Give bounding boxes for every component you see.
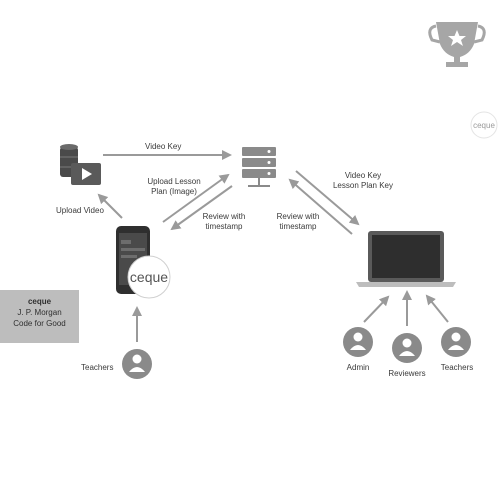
arrow-admin xyxy=(363,295,390,323)
video-storage-icon xyxy=(60,144,101,185)
corner-logo: ceque xyxy=(470,111,498,139)
arrow-keys-right xyxy=(295,170,360,226)
label-video-key: Video Key xyxy=(145,142,182,151)
label-upload-video: Upload Video xyxy=(56,206,104,215)
user-icon xyxy=(343,327,373,357)
label-upload-lesson: Upload Lesson Plan (Image) xyxy=(147,177,201,196)
laptop-icon xyxy=(356,231,456,287)
label-admin: Admin xyxy=(346,363,370,372)
label-keys-right: Video Key Lesson Plan Key xyxy=(332,171,394,190)
label-review-left: Review with timestamp xyxy=(202,212,246,231)
badge-title: ceque xyxy=(27,297,52,306)
arrow-teachers-right xyxy=(425,294,449,323)
label-teachers-left: Teachers xyxy=(81,363,114,372)
server-icon xyxy=(242,147,276,187)
label-teachers-right: Teachers xyxy=(440,363,474,372)
team-badge: ceque J. P. Morgan Code for Good xyxy=(0,290,79,343)
user-icon xyxy=(122,349,152,379)
phone-logo-text: ceque xyxy=(130,269,168,285)
corner-logo-text: ceque xyxy=(473,121,495,130)
badge-line1: J. P. Morgan xyxy=(17,308,62,317)
label-review-right: Review with timestamp xyxy=(276,212,320,231)
user-icon xyxy=(392,333,422,363)
arrow-review-left xyxy=(170,185,233,231)
arrows xyxy=(97,150,449,342)
user-icon xyxy=(441,327,471,357)
badge-line2: Code for Good xyxy=(13,319,66,328)
trophy-icon xyxy=(428,22,486,67)
phone-logo: ceque xyxy=(127,255,171,299)
label-reviewers: Reviewers xyxy=(388,369,426,378)
arrow-upload-video xyxy=(97,193,123,219)
arrow-upload-lesson xyxy=(162,173,230,223)
arrow-review-right xyxy=(288,178,353,235)
